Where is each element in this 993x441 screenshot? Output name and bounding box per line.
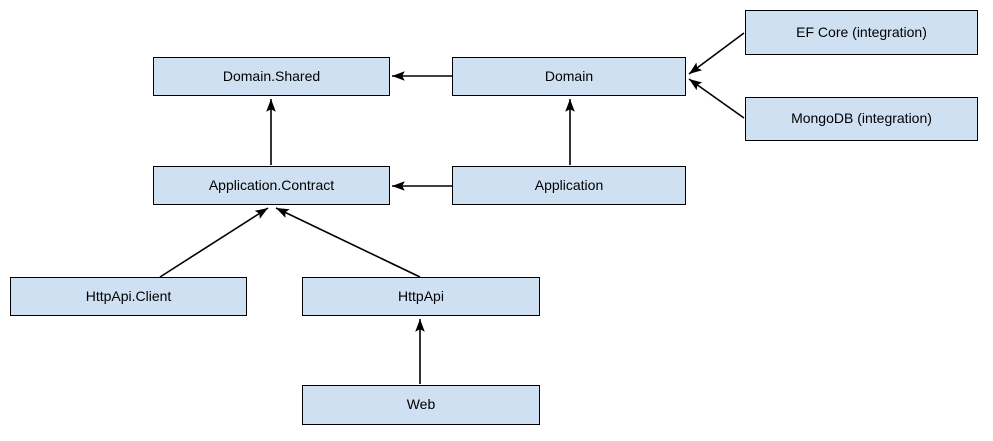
edge-ef-core-to-domain [688, 32, 745, 75]
node-label: Application.Contract [208, 176, 335, 193]
node-label: Domain [544, 67, 594, 84]
node-domain[interactable]: Domain [452, 57, 686, 96]
edge-httpapi-to-application-contract [275, 207, 421, 278]
node-label: Application [534, 176, 604, 193]
node-domain-shared[interactable]: Domain.Shared [153, 57, 390, 96]
node-label: HttpApi.Client [85, 287, 172, 304]
node-label: MongoDB (integration) [791, 110, 932, 127]
node-web[interactable]: Web [302, 385, 540, 425]
node-httpapi-client[interactable]: HttpApi.Client [10, 277, 247, 316]
node-httpapi[interactable]: HttpApi [302, 277, 540, 316]
node-application[interactable]: Application [452, 166, 686, 205]
node-ef-core[interactable]: EF Core (integration) [745, 10, 978, 55]
node-application-contract[interactable]: Application.Contract [153, 166, 390, 205]
edge-mongodb-to-domain [688, 78, 745, 119]
edge-httpapi-client-to-application-contract [159, 207, 269, 278]
node-label: Web [406, 396, 436, 413]
node-label: Domain.Shared [222, 67, 321, 84]
node-mongodb[interactable]: MongoDB (integration) [745, 97, 978, 141]
node-label: HttpApi [398, 287, 444, 304]
node-label: EF Core (integration) [796, 23, 927, 40]
